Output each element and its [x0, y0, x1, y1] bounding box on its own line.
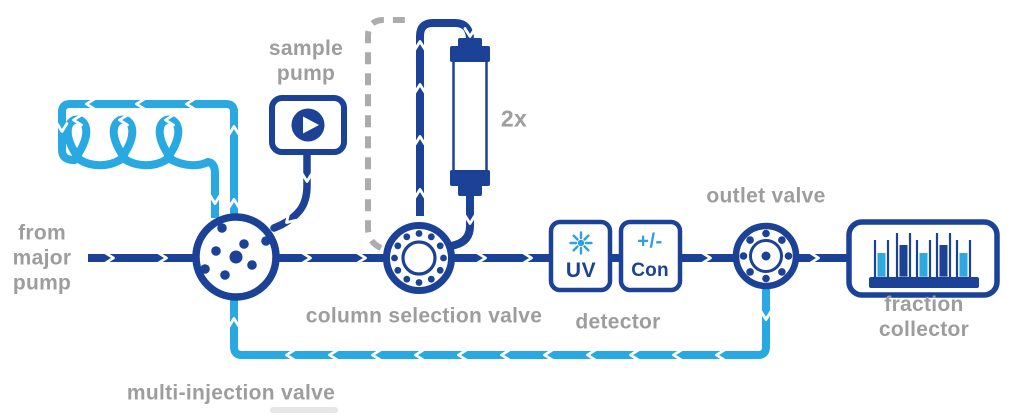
- valve-ports-dots: [391, 230, 447, 286]
- outlet-valve-label: outlet valve: [706, 184, 826, 208]
- conductivity-sign-text: +/-: [637, 230, 663, 253]
- second-column-dashed-path: [365, 17, 412, 251]
- sample-pump-box: [269, 95, 347, 155]
- detector-label: detector: [575, 310, 661, 334]
- column-multiplier-label: 2x: [500, 105, 528, 132]
- sample-loop-coil: [58, 100, 238, 218]
- column-selection-valve-icon: [383, 222, 455, 294]
- cropped-artifact-bar: [270, 407, 338, 413]
- valve-ports-dots: [200, 223, 271, 280]
- from-major-pump-label: from major pump: [12, 221, 72, 295]
- outlet-valve-icon: [732, 222, 800, 290]
- sample-pump-tubing: [270, 146, 311, 232]
- return-tubing: [230, 288, 770, 359]
- starburst-icon: [569, 231, 593, 255]
- column-to-valve-tubing: [444, 188, 474, 251]
- fraction-collector-box: [846, 219, 1000, 298]
- column-selection-valve-label: column selection valve: [305, 304, 543, 328]
- conductivity-detector-box: [618, 219, 683, 293]
- valve-ports-dots: [739, 229, 793, 283]
- multi-injection-valve-icon: [192, 213, 280, 301]
- uv-detector-text: UV: [565, 259, 597, 282]
- chromatography-column: [450, 38, 490, 196]
- play-icon: [291, 108, 325, 142]
- uv-detector-box: [548, 219, 613, 293]
- sample-pump-label: sample pump: [268, 37, 344, 85]
- test-tubes-icon: [869, 233, 979, 288]
- multi-injection-valve-label: multi-injection valve: [126, 381, 336, 405]
- fraction-collector-label: fraction collector: [878, 293, 970, 341]
- conductivity-text: Con: [631, 260, 669, 281]
